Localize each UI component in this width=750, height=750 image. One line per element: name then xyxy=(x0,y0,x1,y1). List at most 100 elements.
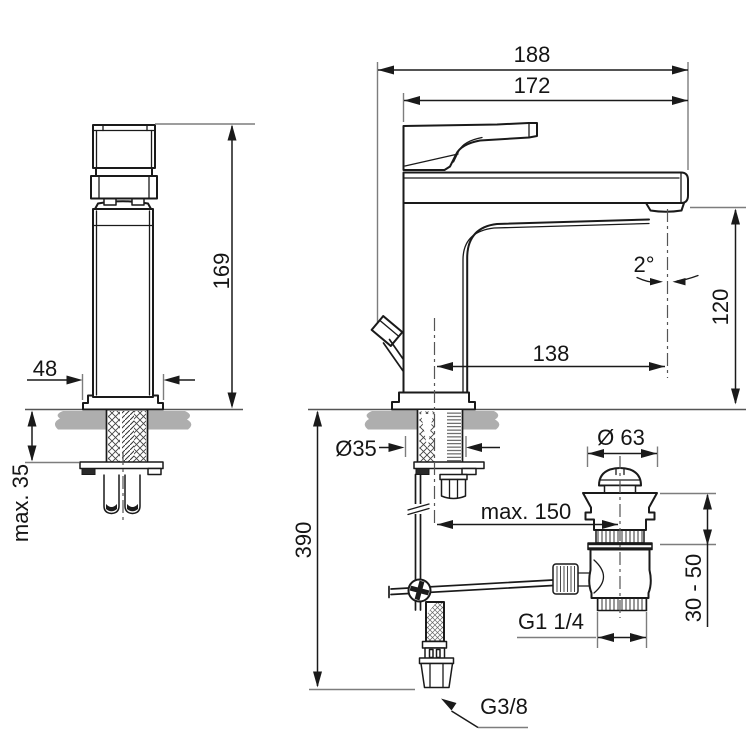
arrowhead-left-icon xyxy=(466,443,482,452)
arrowhead-left-icon xyxy=(437,362,453,371)
front-counter-slab-left xyxy=(54,411,106,430)
front-supply-stub-right xyxy=(124,474,141,515)
arrowhead-right-icon xyxy=(630,633,646,642)
arrowhead-right-icon xyxy=(649,362,665,371)
front-body-column xyxy=(92,208,154,398)
drain-body-inner-curve xyxy=(593,559,605,594)
side-shank-thread xyxy=(447,411,461,462)
arrowhead-right-icon xyxy=(66,375,83,385)
dimension-waste-dia-63: Ø 63 xyxy=(586,425,659,467)
supply-hose xyxy=(418,601,455,689)
side-handle-curve-line xyxy=(452,136,483,163)
arrowhead-right-icon xyxy=(672,96,688,105)
arrowhead-up-icon xyxy=(27,410,37,427)
dim-label-reach: 138 xyxy=(533,341,570,366)
front-handle-block xyxy=(92,124,156,169)
arrowhead-up-left-icon xyxy=(441,698,457,711)
dim-label-deck-max: max. 35 xyxy=(8,464,33,542)
pull-rod-knob-line xyxy=(379,319,400,338)
arrowhead-up-icon xyxy=(703,493,712,510)
dimension-outlet-height-120: 120 xyxy=(708,208,740,405)
dim-label-rod-reach: max. 150 xyxy=(481,499,572,524)
front-handle-neck xyxy=(95,167,153,177)
label-supply-thread: G3/8 xyxy=(441,694,528,729)
pull-rod-break-gap xyxy=(411,504,425,514)
arrowhead-down-icon xyxy=(313,671,322,688)
arrowhead-right-icon xyxy=(641,449,657,458)
drain-bottom-thread xyxy=(596,597,648,612)
side-base-plinth xyxy=(391,391,476,411)
pull-rod-upper-left xyxy=(382,342,406,374)
side-handle-wedge-line xyxy=(404,153,459,167)
dim-label-body-depth: 172 xyxy=(514,73,551,98)
arrowhead-right-icon xyxy=(388,443,405,452)
leader-line xyxy=(451,710,479,729)
drain-washer-top xyxy=(588,543,652,546)
front-bracket-tab-right xyxy=(147,467,162,476)
side-view: 188 172 120 2° 138 xyxy=(291,42,746,729)
dimension-deck-max-35: max. 35 xyxy=(8,410,79,542)
arrowhead-down-icon xyxy=(731,388,740,405)
pull-rod-linkage xyxy=(388,473,554,611)
dimension-hose-length-390: 390 xyxy=(291,410,415,691)
arrowhead-left-icon xyxy=(378,65,394,75)
front-mounting-bracket xyxy=(79,461,164,470)
side-bracket-tab-right xyxy=(461,467,477,476)
front-base-plinth xyxy=(82,394,164,411)
dimension-base-width-48: 48 xyxy=(27,356,195,400)
front-counter-slab-right xyxy=(148,411,192,430)
hose-braid xyxy=(426,602,444,642)
linkage-joint-cross-icon xyxy=(409,580,430,601)
drain-rod-connector xyxy=(552,563,579,595)
dim-label-overall-depth: 188 xyxy=(514,42,551,67)
side-countertop xyxy=(308,408,746,430)
dimension-rod-reach-150: max. 150 xyxy=(437,499,618,529)
front-faucet-body xyxy=(82,124,164,411)
hose-highlight xyxy=(426,602,437,615)
dimension-waste-thread: G1 1/4 xyxy=(517,609,648,648)
front-shank-hatch-left xyxy=(108,411,120,462)
side-bracket-tab-left xyxy=(415,468,430,475)
arrowhead-right-icon xyxy=(672,65,688,75)
drain-washer-bottom xyxy=(588,547,652,550)
hose-nut-flange xyxy=(418,657,455,665)
dim-label-height: 169 xyxy=(209,253,234,290)
arrowhead-left-icon xyxy=(588,449,604,458)
front-cartridge-housing xyxy=(90,175,158,200)
hose-collar xyxy=(421,640,448,649)
hose-slot-left xyxy=(428,648,434,659)
side-column-front-inner xyxy=(462,222,650,399)
arrowhead-up-icon xyxy=(313,410,322,427)
dimension-deck-range-30-50: 30 - 50 xyxy=(660,492,716,627)
drain-assembly xyxy=(552,456,658,618)
arrowhead-down-icon xyxy=(27,445,37,462)
dim-label-hole-dia: Ø35 xyxy=(335,436,377,461)
dimension-height-169: 169 xyxy=(155,123,255,409)
side-shank-cone xyxy=(421,414,433,449)
front-bracket-tab-left xyxy=(81,468,96,475)
arrowhead-right-icon xyxy=(650,278,663,286)
dim-label-waste-dia: Ø 63 xyxy=(597,425,645,450)
drain-connector-knurl xyxy=(556,566,575,592)
front-shank-thread xyxy=(122,411,134,462)
side-counter-slab-right xyxy=(463,411,500,430)
pull-rod-break-mark-1 xyxy=(407,503,430,511)
arrowhead-down-icon xyxy=(227,392,237,409)
side-mounting-bracket xyxy=(413,461,485,470)
side-handle-lever xyxy=(402,122,538,171)
hose-slot-right xyxy=(435,648,441,659)
dimension-reach-138: 138 xyxy=(437,341,665,371)
side-aerator xyxy=(645,202,685,213)
dim-label-hose-length: 390 xyxy=(291,522,316,559)
front-supply-stub-right-tip xyxy=(127,504,138,512)
drain-body-barrel xyxy=(588,548,652,599)
dim-label-base-width: 48 xyxy=(33,356,57,381)
side-mounting-hardware xyxy=(413,408,485,500)
side-counter-slab-left xyxy=(364,411,417,430)
arrowhead-left-icon xyxy=(163,375,180,385)
pull-rod-knob xyxy=(370,315,409,374)
arrowhead-down-icon xyxy=(703,529,712,546)
annotation-spout-angle: 2° xyxy=(633,252,699,286)
dim-label-waste-thread: G1 1/4 xyxy=(518,609,584,634)
